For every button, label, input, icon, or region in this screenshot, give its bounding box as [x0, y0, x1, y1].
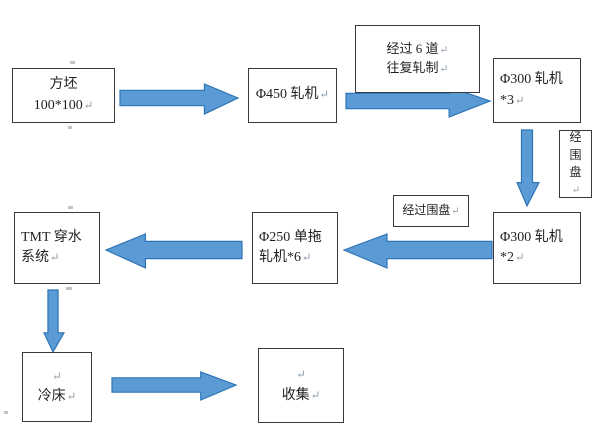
collection-box-line-1: ↵: [259, 365, 343, 385]
arrow-tmt-to-coolingbed: [42, 288, 66, 354]
arrow-mill250-to-tmt: [104, 232, 244, 270]
paragraph-mark-icon: ↵: [52, 370, 62, 383]
collection-box: ↵收集↵: [258, 348, 344, 423]
paragraph-mark-icon: ↵: [50, 252, 60, 264]
mill-300-x2-box-line-1: Φ300 轧机: [500, 229, 563, 245]
mill-300-x2-box: Φ300 轧机 *2↵: [493, 212, 581, 284]
mill-250-single-strand-box: Φ250 单拖轧机*6↵: [252, 212, 338, 284]
loop-coil-vertical-note-box-line-2: 围: [569, 147, 582, 162]
collection-box-line-2: 收集↵: [281, 387, 321, 403]
paragraph-mark-icon: ↵: [451, 206, 460, 218]
paragraph-mark-icon: ↵: [571, 185, 581, 197]
mill-250-single-strand-box-line-1: Φ250 单拖: [259, 229, 322, 245]
loop-coil-vertical-note-box-line-3: 盘↵: [569, 165, 582, 197]
mill-300-x3-box-line-2: *3↵: [500, 92, 525, 108]
through-loop-coil-note-box: 经过围盘↵: [393, 195, 469, 227]
arrow-billet-to-mill450: [118, 82, 240, 116]
scan-speck: [4, 411, 8, 414]
tmt-water-cooling-box-line-1: TMT 穿水: [21, 229, 82, 245]
arrow-mill300x3-to-mill300x2: [515, 128, 541, 208]
scan-speck: [70, 61, 75, 64]
billet-box: 方坯 100*100↵: [12, 68, 115, 123]
arrow-mill300x2-to-mill250: [342, 232, 494, 270]
mill-450-box-line-1: Φ450 轧机↵: [255, 87, 330, 103]
mill-450-box: Φ450 轧机↵: [248, 68, 337, 123]
mill-300-x3-box-line-1: Φ300 轧机: [500, 72, 563, 88]
scan-speck: [66, 287, 72, 290]
scan-speck: [68, 126, 72, 129]
cooling-bed-box-line-2: 冷床↵: [37, 389, 77, 404]
paragraph-mark-icon: ↵: [319, 89, 330, 102]
cooling-bed-box-line-1: ↵: [23, 367, 91, 387]
paragraph-mark-icon: ↵: [296, 369, 306, 382]
loop-coil-vertical-note-box: 经围盘↵: [559, 130, 592, 198]
paragraph-mark-icon: ↵: [439, 64, 449, 75]
six-pass-reversing-note-box-line-2: 往复轧制↵: [386, 60, 449, 75]
six-pass-reversing-note-box: 经过 6 道↵ 往复轧制↵: [355, 25, 480, 93]
paragraph-mark-icon: ↵: [66, 391, 77, 403]
six-pass-reversing-note-box-line-1: 经过 6 道↵: [386, 41, 449, 57]
scan-speck: [68, 206, 73, 209]
cooling-bed-box: ↵冷床↵: [22, 352, 92, 422]
tmt-water-cooling-box-line-2: 系统↵: [21, 250, 60, 265]
paragraph-mark-icon: ↵: [439, 45, 449, 57]
through-loop-coil-note-box-line-1: 经过围盘↵: [402, 203, 460, 218]
paragraph-mark-icon: ↵: [302, 252, 312, 264]
billet-box-line-1: 方坯 100*100↵: [33, 77, 94, 113]
paragraph-mark-icon: ↵: [310, 389, 321, 402]
mill-250-single-strand-box-line-2: 轧机*6↵: [259, 250, 312, 265]
paragraph-mark-icon: ↵: [515, 252, 525, 264]
tmt-water-cooling-box: TMT 穿水系统↵: [14, 212, 100, 284]
loop-coil-vertical-note-box-line-1: 经: [569, 130, 582, 145]
paragraph-mark-icon: ↵: [515, 94, 525, 107]
mill-300-x2-box-line-2: *2↵: [500, 250, 525, 265]
mill-300-x3-box: Φ300 轧机 *3↵: [493, 58, 581, 123]
arrow-coolingbed-to-collection: [110, 370, 238, 402]
paragraph-mark-icon: ↵: [83, 99, 94, 112]
